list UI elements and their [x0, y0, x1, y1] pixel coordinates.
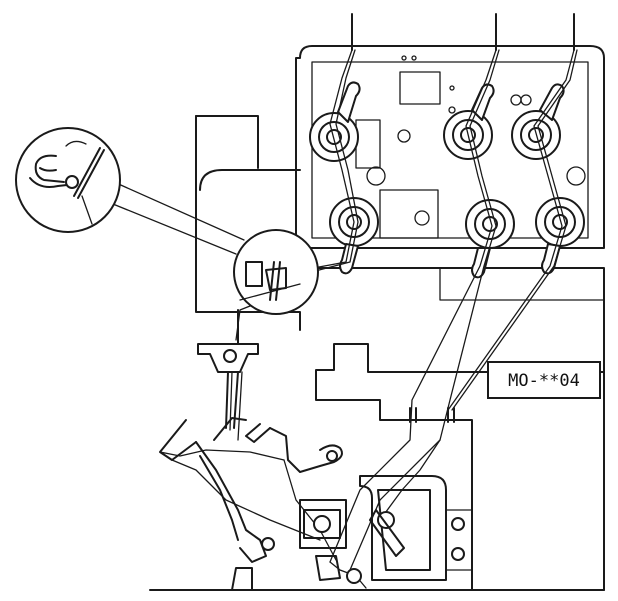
tension-dial-1 [309, 81, 361, 162]
model-label: MO-**04 [487, 361, 601, 399]
needle-assembly [197, 309, 259, 441]
tension-dial-2 [443, 83, 495, 160]
tension-dial-6 [535, 197, 585, 275]
thread-paths [235, 49, 578, 571]
magnified-detail-callout [15, 127, 319, 315]
thread-guide-rods [351, 13, 575, 51]
lower-mechanism [299, 475, 473, 584]
side-frame [195, 115, 605, 591]
thread-guide-detail [239, 261, 301, 301]
model-code-text: MO-**04 [508, 371, 580, 391]
tension-dial-5 [465, 199, 515, 279]
upper-looper [159, 419, 275, 591]
thread-guide-marks [409, 407, 455, 423]
looper-threads [159, 449, 367, 589]
thread-guide-hook-icon [29, 140, 105, 225]
upper-tension-dials [309, 81, 565, 162]
lower-looper [213, 417, 343, 473]
tension-dial-4 [329, 197, 379, 275]
